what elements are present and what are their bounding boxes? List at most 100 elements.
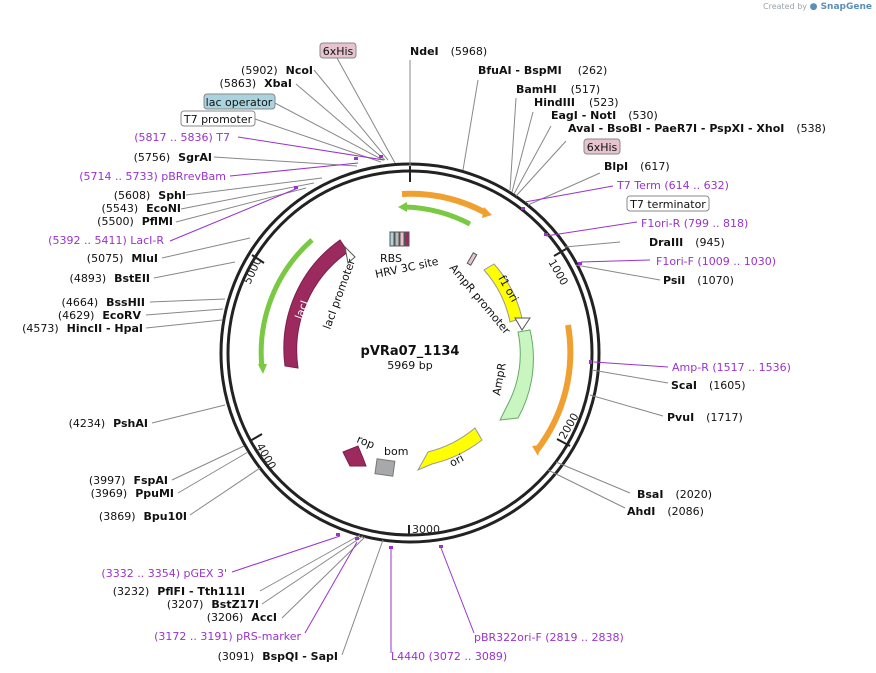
site-acci: (3206)AccI (207, 611, 277, 624)
site-pvui: PvuI(1717) (667, 411, 743, 424)
site-pflfi-name: PflFI - Tth111I (157, 585, 245, 598)
leader-draiii (564, 241, 621, 248)
site-avai: AvaI - BsoBI - PaeR7I - PspXI - XhoI(538… (568, 122, 826, 135)
site-fspai-pos: (3997) (89, 474, 126, 487)
feature-rbs-label: RBS (380, 252, 402, 265)
site-bsshii-pos: (4664) (62, 296, 99, 309)
site-fspai: (3997) FspAI (89, 474, 168, 487)
site-eagi: EagI - NotI (530) (551, 109, 658, 122)
leader-bsshii (149, 298, 226, 303)
leader-t7promoter (254, 118, 382, 163)
plasmid-name: pVRa07_1134 (361, 344, 460, 359)
feature-bom-label: bom (384, 445, 408, 458)
leader-bsai (555, 461, 631, 494)
feature-orange-right-head (532, 445, 541, 456)
site-ndei: NdeI(5968) (410, 45, 487, 58)
site-hincii-name: HincII - HpaI (67, 322, 143, 335)
box-t7-terminator (626, 195, 710, 212)
his-right-mark (466, 252, 478, 266)
mcs-features (389, 231, 410, 247)
site-bspqi-name: BspQI - SapI (262, 650, 338, 663)
site-bpu10i-name: Bpu10I (144, 510, 188, 523)
site-ahdi-name: AhdI (627, 505, 655, 518)
site-hindiii-name: HindIII (534, 96, 575, 109)
leader-prs-marker (304, 541, 358, 634)
primer-t7: (5817 .. 5836) T7 (134, 131, 230, 144)
box-t7-terminator-text: T7 terminator (629, 198, 706, 211)
site-econi: (5543)EcoNI (102, 202, 181, 215)
primer-l4440: L4440 (3072 .. 3089) (391, 650, 507, 663)
mark-pgex3 (336, 533, 340, 536)
leader-f1ori-f (580, 259, 651, 263)
site-fspai-name: FspAI (133, 474, 168, 487)
primer-marks (294, 155, 592, 549)
tick-5000 (251, 254, 265, 264)
leader-t7term (524, 185, 614, 203)
box-t7-promoter-text: T7 promoter (183, 113, 253, 126)
leader-hincii (145, 319, 223, 329)
primer-prs-marker: (3172 .. 3191) pRS-marker (154, 630, 301, 643)
site-scai: ScaI(1605) (671, 379, 746, 392)
mark-f1ori-r (544, 233, 548, 236)
snapgene-logo: ● SnapGene (809, 2, 872, 12)
feature-ampR-label: AmpR (490, 362, 509, 397)
site-mlui-name: MluI (131, 252, 158, 265)
mark-t7term (521, 207, 525, 210)
site-sgrai-name: SgrAI (178, 151, 212, 164)
leader-pgex3 (231, 535, 341, 573)
site-mlui: (5075)MluI (87, 252, 158, 265)
leader-bpu10i (189, 467, 261, 516)
site-econi-name: EcoNI (146, 202, 181, 215)
leader-fspai (171, 445, 245, 481)
feature-lacI-arrow (283, 239, 349, 369)
leader-scai (591, 369, 669, 384)
leader-bstz17i (261, 535, 364, 605)
primer-amp-r: Amp-R (1517 .. 1536) (672, 361, 791, 374)
site-sphi: (5608)SphI (114, 189, 186, 202)
feature-rop-label: rop (355, 433, 377, 452)
site-bstz17i-pos: (3207) (167, 598, 204, 611)
leader-laci-r (169, 187, 299, 242)
feature-orange-top-head (482, 207, 492, 218)
mark-t7 (379, 155, 383, 158)
feature-orange-right (534, 324, 574, 452)
mark-amp-r (589, 360, 592, 364)
site-pvui-name: PvuI (667, 411, 694, 424)
site-eagi-pos: (530) (628, 109, 658, 122)
site-pshai-name: PshAI (113, 417, 148, 430)
leader-t7 (237, 136, 385, 161)
leader-bamhi (509, 97, 517, 191)
primer-f1ori-r: F1ori-R (799 .. 818) (641, 217, 748, 230)
leader-avai (515, 140, 567, 197)
leader-pbr322ori-f (440, 547, 475, 634)
mark-f1ori-f (578, 262, 582, 265)
leader-lacop (272, 101, 384, 161)
leader-ecorv (145, 308, 224, 316)
feature-ampR-promoter-arrow (514, 317, 531, 331)
box-his-left-text: 6xHis (323, 45, 354, 58)
site-ncoi: (5902)NcoI (241, 64, 313, 77)
box-his-left (319, 42, 357, 59)
site-sgrai-pos: (5756) (134, 151, 171, 164)
site-sphi-pos: (5608) (114, 189, 151, 202)
site-bfuai-pos: (262) (578, 64, 608, 77)
site-ncoi-name: NcoI (286, 64, 313, 77)
site-bpu10i-pos: (3869) (99, 510, 136, 523)
tick-1000 (553, 248, 567, 257)
site-ppumi: (3969)PpuMI (91, 487, 174, 500)
site-pflfi-pos: (3232) (113, 585, 150, 598)
site-pflmi-pos: (5500) (97, 215, 134, 228)
feature-orange-top (401, 190, 488, 216)
site-eagi-name: EagI - NotI (551, 109, 616, 122)
site-acci-name: AccI (251, 611, 277, 624)
site-blpi-pos: (617) (640, 160, 670, 173)
box-lac-operator (203, 93, 276, 110)
site-bstz17i-name: BstZ17I (211, 598, 259, 611)
leader-sphi (185, 177, 323, 196)
leader-pflfi (259, 534, 361, 592)
feature-lacI-label: lacI (293, 299, 312, 321)
site-ecorv-name: EcoRV (102, 309, 141, 322)
mcs-lacop (389, 231, 395, 247)
site-draiii-pos: (945) (695, 236, 725, 249)
